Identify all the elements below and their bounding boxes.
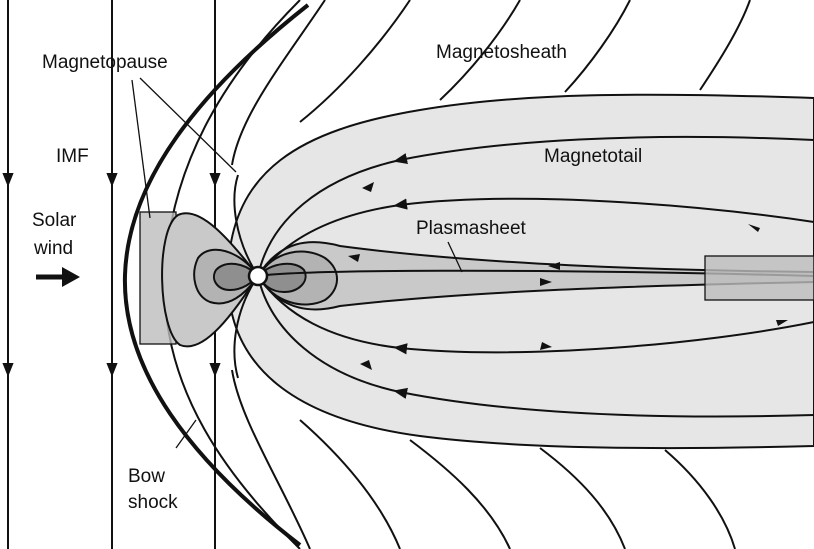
label-magnetopause: Magnetopause <box>42 52 168 73</box>
label-bow-shock-line1: Bow <box>128 466 165 487</box>
label-magnetosheath: Magnetosheath <box>436 42 567 63</box>
label-solar-wind-line2: wind <box>33 238 73 259</box>
earth <box>249 267 267 285</box>
solar-wind-arrow <box>36 267 80 287</box>
label-bow-shock-line2: shock <box>128 492 178 513</box>
label-magnetotail: Magnetotail <box>544 146 642 167</box>
label-plasmasheet: Plasmasheet <box>416 218 527 239</box>
label-imf: IMF <box>56 146 89 167</box>
label-solar-wind-line1: Solar <box>32 210 77 231</box>
tail-box <box>705 256 814 300</box>
